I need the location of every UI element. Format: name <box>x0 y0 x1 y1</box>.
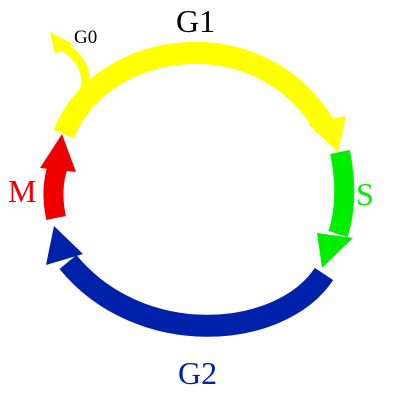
g2-arrowhead <box>46 226 83 265</box>
g1-arc <box>53 42 336 139</box>
m-arrowhead <box>40 134 76 172</box>
m-arc <box>43 162 68 220</box>
g1-label: G1 <box>176 3 215 39</box>
s-arc <box>328 149 355 238</box>
g1-arrowhead <box>308 116 346 152</box>
g0-branch <box>59 42 91 103</box>
g0-arrowhead <box>50 32 73 54</box>
s-arrowhead <box>317 233 353 268</box>
g2-arc <box>59 254 334 337</box>
g2-label: G2 <box>178 355 217 391</box>
m-label: M <box>8 173 36 209</box>
s-label: S <box>356 176 374 212</box>
g0-label: G0 <box>74 27 97 48</box>
